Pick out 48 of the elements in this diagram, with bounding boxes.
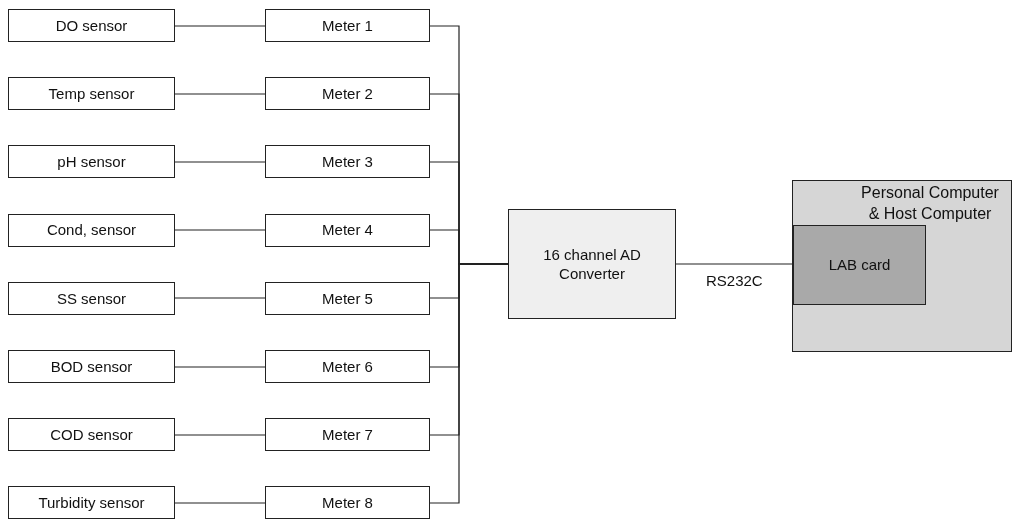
process-box [265, 281, 430, 315]
process-box [508, 209, 676, 319]
process-box [793, 225, 926, 305]
process-box [265, 145, 430, 179]
node-label: Meter 5 [322, 288, 373, 309]
connector-line [174, 502, 266, 504]
process-box [265, 77, 430, 111]
node-label: Meter 4 [322, 220, 373, 240]
connector-line [174, 25, 266, 27]
process-box [265, 418, 430, 452]
process-box [8, 486, 175, 520]
connector-line [174, 297, 266, 299]
node-label: Cond, sensor [46, 220, 137, 240]
node-label: pH sensor [57, 152, 126, 172]
node-label: COD sensor [50, 424, 133, 445]
process-box [265, 9, 430, 42]
process-box [8, 281, 175, 315]
node-label: Meter 2 [322, 83, 373, 104]
process-box [8, 9, 175, 42]
process-box [8, 418, 175, 452]
computer-box [792, 180, 1012, 352]
process-box [8, 145, 175, 179]
node-label: 16 channel AD Converter [542, 244, 642, 284]
process-box [265, 486, 430, 520]
connector-line [174, 366, 266, 368]
node-label: Turbidity sensor [38, 493, 145, 513]
process-box [265, 350, 430, 383]
node-label: Temp sensor [48, 83, 135, 104]
node-label: Meter 7 [322, 424, 373, 445]
node-label: Meter 3 [322, 152, 373, 172]
node-label: BOD sensor [50, 356, 133, 377]
node-label: Meter 1 [322, 15, 373, 36]
connector-line [174, 229, 266, 231]
process-box [8, 213, 175, 247]
node-label: LAB card [828, 255, 891, 275]
connector-line [174, 161, 266, 163]
connector-line [174, 93, 266, 95]
process-box [265, 213, 430, 247]
node-label: SS sensor [56, 288, 127, 309]
connector-line [675, 263, 793, 265]
process-box [8, 350, 175, 383]
node-label: DO sensor [55, 15, 128, 36]
node-label: Meter 6 [322, 356, 373, 377]
node-label: Personal Computer & Host Computer [860, 183, 1000, 224]
node-label: Meter 8 [322, 493, 373, 513]
process-box [8, 77, 175, 111]
connector-line [174, 434, 266, 436]
connector-line [429, 263, 509, 504]
